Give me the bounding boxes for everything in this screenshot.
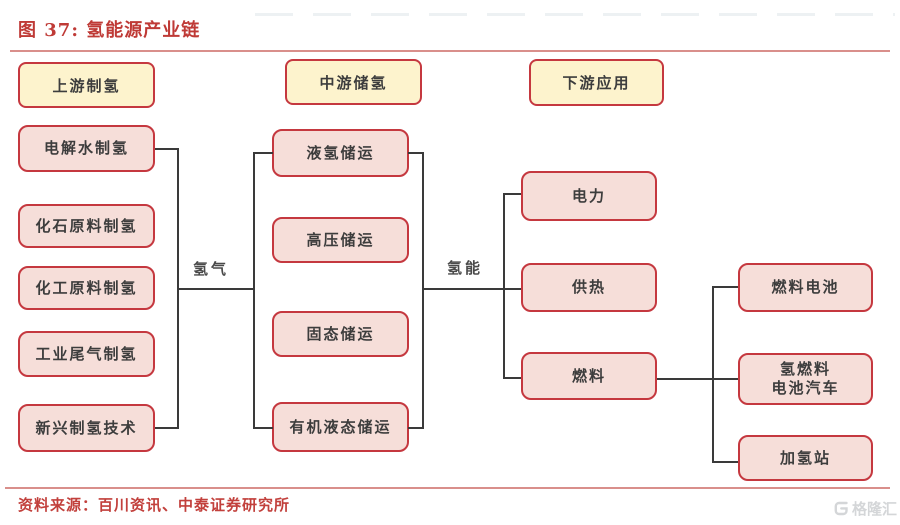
node-fuel-cell: 燃料电池 <box>738 263 873 312</box>
node-fossil-feedstock: 化石原料制氢 <box>18 204 155 248</box>
connector-storage-left-vertical <box>253 152 255 429</box>
watermark-text: 格隆汇 <box>852 500 898 518</box>
node-chemical-feedstock: 化工原料制氢 <box>18 266 155 310</box>
stage-midstream: 中游储氢 <box>285 59 422 105</box>
connector-hydrogen-gas-line <box>177 288 255 290</box>
gelonghui-g-icon <box>833 500 850 517</box>
stage-downstream: 下游应用 <box>529 59 664 106</box>
node-electric-power: 电力 <box>521 171 657 221</box>
node-liquid-storage: 液氢储运 <box>272 129 409 177</box>
connector-applications-vertical <box>503 193 505 379</box>
node-fuel-cell-vehicle: 氢燃料 电池汽车 <box>738 353 873 405</box>
node-high-pressure-storage: 高压储运 <box>272 217 409 263</box>
connector-power-stub <box>503 193 521 195</box>
figure-title: 图 37: 氢能源产业链 <box>18 20 201 41</box>
connector-station-stub <box>712 461 738 463</box>
title-divider <box>10 50 890 52</box>
connector-fuel-out-line <box>657 378 714 380</box>
footer-divider <box>5 487 890 489</box>
node-heating: 供热 <box>521 263 657 312</box>
node-fuel: 燃料 <box>521 352 657 400</box>
connector-storage-left-top-stub <box>253 152 273 154</box>
connector-fcv-stub <box>712 378 738 380</box>
node-organic-liquid-storage: 有机液态储运 <box>272 402 409 452</box>
top-faint-dashes <box>255 13 895 16</box>
node-emerging-tech: 新兴制氢技术 <box>18 404 155 452</box>
node-industrial-tail-gas: 工业尾气制氢 <box>18 331 155 377</box>
connector-storage-left-bottom-stub <box>253 427 273 429</box>
connector-upstream-bottom-stub <box>155 427 179 429</box>
node-solid-state-storage: 固态储运 <box>272 311 409 357</box>
edge-label-hydrogen-gas: 氢气 <box>193 260 230 278</box>
edge-label-hydrogen-energy: 氢能 <box>447 259 484 277</box>
connector-hydrogen-energy-line <box>422 288 521 290</box>
connector-storage-right-vertical <box>422 152 424 429</box>
connector-storage-right-bottom-stub <box>408 427 424 429</box>
node-electrolysis: 电解水制氢 <box>18 125 155 172</box>
stage-upstream: 上游制氢 <box>18 62 155 108</box>
connector-fuel-apps-vertical <box>712 286 714 463</box>
connector-fuel-cell-stub <box>712 286 738 288</box>
connector-storage-right-top-stub <box>408 152 424 154</box>
watermark: 格隆汇 <box>833 498 897 519</box>
node-refueling-station: 加氢站 <box>738 435 873 481</box>
source-note: 资料来源：百川资讯、中泰证券研究所 <box>18 496 291 514</box>
connector-fuel-stub <box>503 377 521 379</box>
connector-upstream-top-stub <box>155 148 179 150</box>
